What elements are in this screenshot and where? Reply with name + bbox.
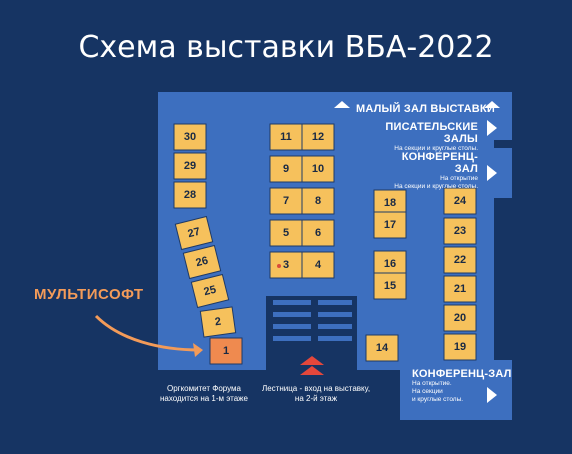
booth-3-marker	[277, 264, 281, 268]
booth-19[interactable]	[443, 333, 477, 361]
booth-4[interactable]	[301, 251, 335, 279]
booth-21[interactable]	[443, 275, 477, 303]
booth-11[interactable]	[269, 123, 303, 151]
booth-label-8: 8	[314, 195, 322, 207]
booth-label-3: 3	[282, 259, 290, 271]
booth-label-18: 18	[383, 197, 397, 209]
booth-6[interactable]	[301, 219, 335, 247]
booth-label-16: 16	[383, 258, 397, 270]
booth-label-1: 1	[222, 345, 230, 357]
booth-1[interactable]	[209, 337, 243, 365]
booth-label-14: 14	[375, 342, 389, 354]
booth-29[interactable]	[173, 152, 207, 180]
booth-25[interactable]	[190, 273, 230, 309]
small-hall-left-icon	[334, 101, 350, 108]
booth-23[interactable]	[443, 217, 477, 245]
booth-26[interactable]	[182, 244, 222, 280]
conference-hall-1-arrow-icon[interactable]	[487, 165, 497, 181]
orgcommittee-note: Оргкомитет Форума находится на 1-м этаже	[160, 384, 248, 403]
booth-label-24: 24	[453, 195, 467, 207]
booth-label-12: 12	[311, 131, 325, 143]
booth-3[interactable]	[269, 251, 303, 279]
booth-label-15: 15	[383, 280, 397, 292]
booth-label-6: 6	[314, 227, 322, 239]
booth-27[interactable]	[174, 215, 214, 251]
exhibitor-pointer-arrow	[94, 314, 201, 352]
small-hall-label[interactable]: МАЛЫЙ ЗАЛ ВЫСТАВКИ	[356, 103, 495, 115]
booth-14[interactable]	[365, 334, 399, 362]
stairs-note: Лестница - вход на выставку, на 2-й этаж	[261, 384, 371, 403]
booth-8[interactable]	[301, 187, 335, 215]
booth-label-28: 28	[183, 189, 197, 201]
booth-17[interactable]	[373, 211, 407, 239]
booth-label-5: 5	[282, 227, 290, 239]
booth-7[interactable]	[269, 187, 303, 215]
entrance-arrow	[300, 356, 324, 375]
conference-hall-1[interactable]: КОНФЕРЕНЦ-ЗАЛ На открытие На секции и кр…	[394, 151, 478, 190]
booth-10[interactable]	[301, 155, 335, 183]
booth-15[interactable]	[373, 272, 407, 300]
exhibitor-label: МУЛЬТИСОФТ	[34, 286, 144, 303]
booth-24[interactable]	[443, 187, 477, 215]
booth-label-29: 29	[183, 160, 197, 172]
booth-label-4: 4	[314, 259, 322, 271]
booth-label-9: 9	[282, 163, 290, 175]
booth-label-30: 30	[183, 131, 197, 143]
booth-label-22: 22	[453, 254, 467, 266]
booth-2[interactable]	[199, 306, 237, 338]
page-title: Схема выставки ВБА-2022	[78, 30, 494, 65]
booth-label-11: 11	[280, 131, 292, 143]
booth-label-21: 21	[453, 283, 467, 295]
booth-28[interactable]	[173, 181, 207, 209]
stair-steps	[273, 300, 352, 341]
booth-label-17: 17	[383, 219, 397, 231]
writers-hall-arrow-icon[interactable]	[487, 120, 497, 136]
booth-12[interactable]	[301, 123, 335, 151]
booth-label-7: 7	[282, 195, 290, 207]
booth-label-2: 2	[214, 315, 222, 329]
small-hall-right-icon	[484, 101, 500, 108]
exhibitor-pointer-head	[193, 343, 203, 357]
conference-hall-2-arrow-icon[interactable]	[487, 387, 497, 403]
booth-22[interactable]	[443, 246, 477, 274]
booth-label-10: 10	[311, 163, 325, 175]
conference-hall-2[interactable]: КОНФЕРЕНЦ-ЗАЛ На открытие. На секции и к…	[412, 368, 512, 403]
floor-area	[158, 92, 512, 420]
booth-20[interactable]	[443, 304, 477, 332]
booth-5[interactable]	[269, 219, 303, 247]
booth-label-19: 19	[453, 341, 467, 353]
booth-9[interactable]	[269, 155, 303, 183]
booth-label-20: 20	[453, 312, 467, 324]
booth-30[interactable]	[173, 123, 207, 151]
writers-hall[interactable]: ПИСАТЕЛЬСКИЕ ЗАЛЫ На секции и круглые ст…	[385, 121, 478, 152]
booth-label-23: 23	[453, 225, 467, 237]
